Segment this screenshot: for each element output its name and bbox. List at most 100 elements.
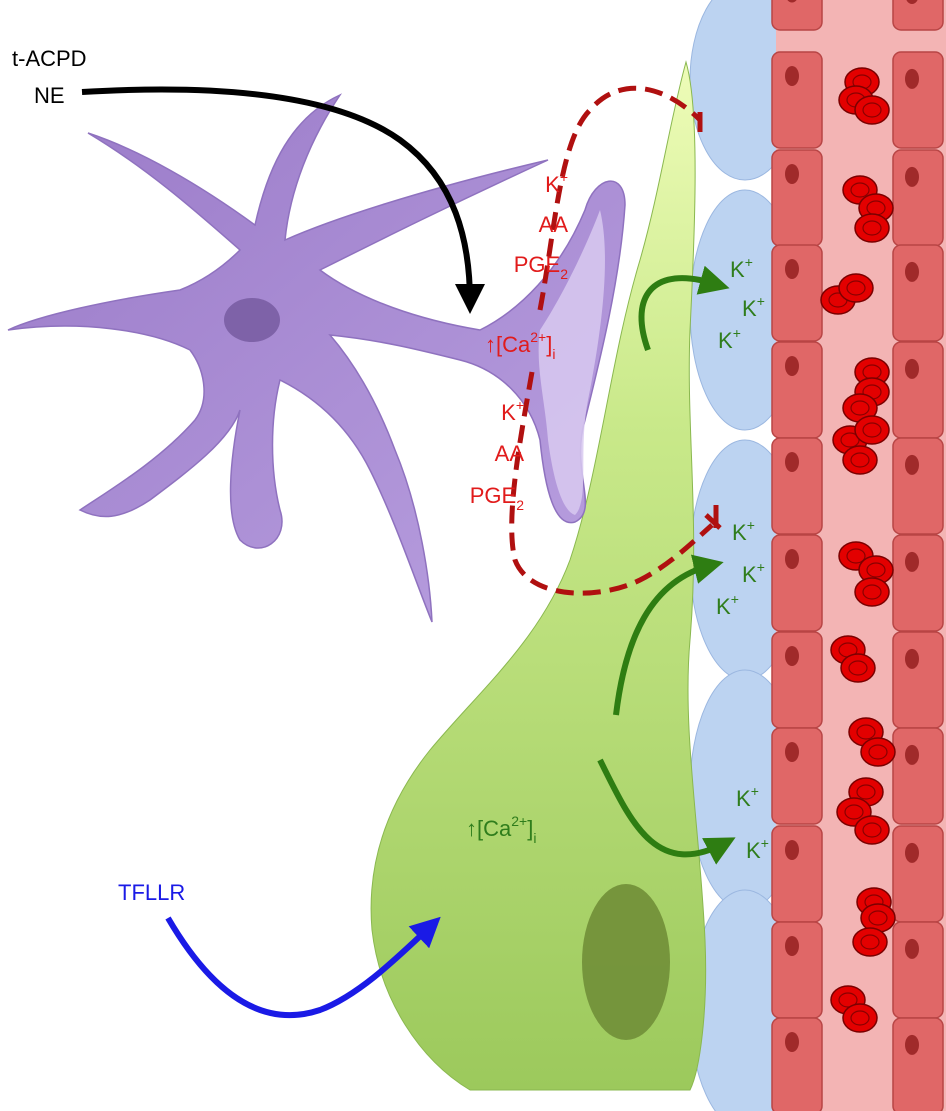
potassium-labels-2: K+K+K+ [716,517,765,619]
potassium-label: K+ [742,559,765,587]
potassium-labels-1: K+K+K+ [718,254,765,353]
inhibition-path-lower [509,371,722,596]
endothelial-cell [892,437,944,535]
endothelial-cell [892,341,944,439]
endothelial-cell [892,727,944,825]
endothelial-nucleus [905,744,919,765]
endothelial-nucleus [787,0,797,3]
endothelial-nucleus [905,1034,919,1055]
endothelial-nucleus [785,742,799,762]
red-blood-cell-center [856,724,876,740]
endothelial-nucleus [905,261,919,282]
red-blood-cell-center [868,744,888,760]
endothelial-nucleus [905,551,919,572]
endothelial-cell [771,727,823,825]
endothelial-nucleus [905,166,919,187]
endothelial-cell [892,0,944,31]
stimulus-arrow-tfllr [165,916,441,1019]
red-blood-cells [820,67,896,1033]
endothelial-cell [771,0,823,31]
red-blood-cell [854,415,890,445]
potassium-label: K+ [746,835,769,863]
red-blood-cell [842,1003,878,1033]
green-cell-calcium-label: ↑[Ca2+]i [466,813,536,846]
red-blood-cell-center [868,910,888,926]
mediator-labels-lower: K+ AA PGE2 [470,397,525,513]
red-blood-cell [854,815,890,845]
endothelial-nucleus [785,66,799,86]
red-blood-cell-center [862,422,882,438]
endothelial-cell [892,825,944,923]
endothelial-cell [771,825,823,923]
endothelial-nucleus [905,68,919,89]
endothelial-cell [771,341,823,439]
red-blood-cell-center [850,452,870,468]
red-blood-cell-center [850,1010,870,1026]
endothelial-cell [892,51,944,149]
red-blood-cell-center [862,102,882,118]
red-blood-cell-center [856,784,876,800]
endothelial-cell [771,534,823,632]
endothelial-nucleus [785,259,799,279]
endothelial-cell [771,51,823,149]
red-blood-cell-center [862,584,882,600]
red-blood-cell [854,95,890,125]
endothelial-cell [892,149,944,247]
endothelial-cell [892,244,944,342]
potassium-label: K+ [736,783,759,811]
inhibition-path-upper [537,85,703,311]
stimulus-label-ne: NE [34,83,65,108]
endothelial-cells [771,0,944,1111]
red-blood-cell-center [862,220,882,236]
endothelial-nucleus [905,358,919,379]
mediator-label: AA [539,212,569,237]
potassium-label: K+ [742,293,765,321]
endothelial-cell [771,1017,823,1111]
red-blood-cell-center [862,822,882,838]
potassium-arrow-2 [613,554,724,716]
green-glial-cell [370,60,707,1091]
astrocyte-nucleus [224,298,280,342]
endothelial-nucleus [785,164,799,184]
potassium-label: K+ [732,517,755,545]
endothelial-cell [771,921,823,1019]
stimulus-label-t-acpd: t-ACPD [12,46,87,71]
endothelial-cell [771,631,823,729]
endothelial-nucleus [906,0,918,4]
red-blood-cell-center [848,660,868,676]
stimulus-label-tfllr: TFLLR [118,880,185,905]
mediator-label: AA [495,441,525,466]
red-blood-cell [840,653,876,683]
potassium-label: K+ [718,325,741,353]
endothelial-nucleus [905,842,919,863]
red-blood-cell-center [846,548,866,564]
endothelial-nucleus [785,1032,799,1052]
endothelial-cell [771,437,823,535]
astrocyte-calcium-label: ↑[Ca2+]i [485,329,555,362]
mediator-label: PGE2 [514,252,568,282]
potassium-label: K+ [716,591,739,619]
red-blood-cell-center [844,804,864,820]
endothelial-cell [771,244,823,342]
potassium-arrow-1 [638,265,730,352]
mediator-label: K+ [501,397,524,425]
green-cell-nucleus [582,884,670,1040]
red-blood-cell [838,273,874,303]
endothelial-nucleus [905,648,919,669]
endothelial-nucleus [785,356,799,376]
red-blood-cell [860,737,896,767]
red-blood-cell-center [846,280,866,296]
red-blood-cell-center [860,934,880,950]
red-blood-cell-center [850,182,870,198]
stimulus-arrow-t-acpd [81,86,485,314]
endothelial-nucleus [905,938,919,959]
red-blood-cell [842,445,878,475]
astrocyte [7,93,626,623]
mediator-label: PGE2 [470,483,524,513]
endothelial-cell [771,149,823,247]
endothelial-nucleus [785,840,799,860]
endothelial-nucleus [785,936,799,956]
potassium-labels-3: K+ K+ [736,783,769,863]
